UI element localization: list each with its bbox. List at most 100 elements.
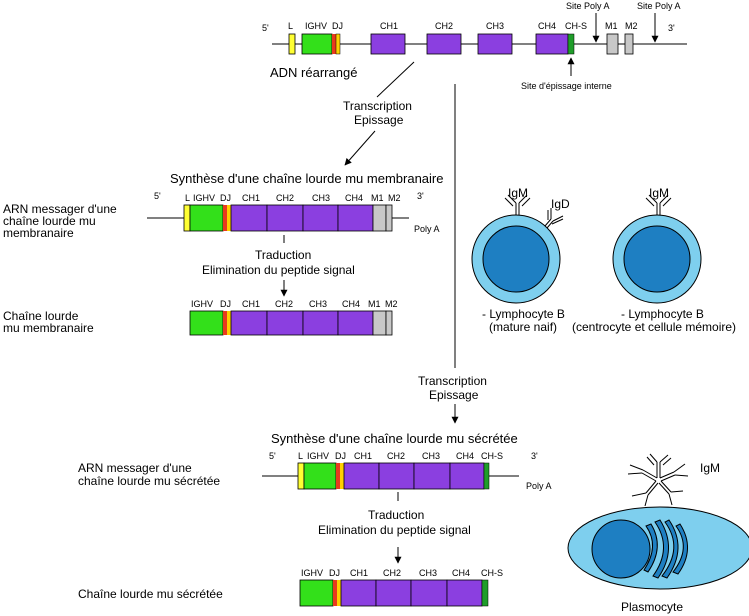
dna-m2-exon	[624, 33, 634, 55]
dna-label-chs: CH-S	[565, 21, 587, 31]
dna-ighv-exon	[301, 33, 333, 55]
membrane-signal-removal-label: Elimination du peptide signal	[202, 263, 355, 277]
secreted-chain-dj-red	[333, 580, 337, 606]
secreted-mrna-ch3	[413, 462, 451, 490]
dna-label-dj: DJ	[332, 21, 343, 31]
secreted-mrna-label-ch2: CH2	[387, 451, 405, 461]
naive-igm-label: IgM	[508, 186, 528, 200]
secreted-chain-label-chs: CH-S	[481, 568, 503, 578]
membrane-mrna-label-ighv: IGHV	[193, 193, 215, 203]
secreted-chain-label-ch1: CH1	[350, 568, 368, 578]
membrane-chain-ch2	[266, 310, 304, 336]
membrane-chain-label-m1: M1	[368, 299, 381, 309]
secreted-chain-ch2	[375, 579, 412, 607]
secreted-mrna-label-ch3: CH3	[422, 451, 440, 461]
rearranged-dna: 5' 3' L IGHV DJ CH1 CH2 CH3 CH4 CH-S M1 …	[262, 1, 687, 91]
membrane-chain-label-ighv: IGHV	[191, 299, 213, 309]
membrane-chain-label-m2: M2	[385, 299, 398, 309]
secreted-mrna-ch1	[343, 462, 380, 490]
membrane-mrna-label-m1: M1	[371, 193, 384, 203]
secreted-chain-label-ch2: CH2	[383, 568, 401, 578]
membrane-chain-m2	[385, 310, 393, 336]
secreted-mrna-ighv	[303, 462, 337, 490]
secreted-mrna-label-2: chaîne lourde mu sécrétée	[78, 474, 220, 488]
naive-cell-label-1: - Lymphocyte B	[482, 307, 565, 321]
plasmocyte-label: Plasmocyte	[621, 600, 683, 614]
naive-igd-icon	[544, 208, 564, 229]
secreted-chain-dj-yellow	[337, 580, 341, 606]
membrane-chain-m1	[372, 310, 387, 336]
secreted-mrna-leader	[297, 462, 305, 490]
membrane-pathway: Transcription Epissage Synthèse d'une ch…	[3, 61, 443, 336]
membrane-mrna-poly-a: Poly A	[414, 224, 440, 234]
secreted-mrna-label-chs: CH-S	[481, 451, 503, 461]
b-lymphocytes: IgM IgD - Lymphocyte B (mature naif) IgM…	[471, 186, 736, 334]
pentameric-igm-icon	[627, 453, 689, 507]
membrane-chain-label-ch3: CH3	[309, 299, 327, 309]
secreted-chain-ch4	[446, 579, 483, 607]
dna-rearranged-label: ADN réarrangé	[270, 65, 357, 80]
membrane-chain-label-ch1: CH1	[242, 299, 260, 309]
dna-label-l: L	[288, 21, 293, 31]
dna-label-ch1: CH1	[380, 21, 398, 31]
secreted-synthesis-title: Synthèse d'une chaîne lourde mu sécrétée	[271, 431, 518, 446]
secreted-signal-removal-label: Elimination du peptide signal	[318, 523, 471, 537]
memory-igm-icon	[645, 194, 672, 215]
membrane-mrna-label-m2: M2	[388, 193, 401, 203]
dna-ch3-exon	[477, 33, 513, 55]
membrane-chain-label-ch4: CH4	[342, 299, 360, 309]
lymphocyte-naive: IgM IgD - Lymphocyte B (mature naif)	[471, 186, 570, 334]
membrane-mrna-label-3: membranaire	[3, 226, 74, 240]
secreted-translation-label: Traduction	[368, 508, 424, 522]
dna-dj-red	[332, 34, 336, 54]
membrane-chain-label-1: Chaîne lourde	[3, 309, 79, 323]
membrane-chain-label-ch2: CH2	[275, 299, 293, 309]
secreted-mrna-label-ighv: IGHV	[307, 451, 329, 461]
membrane-mrna-label-1: ARN messager d'une	[3, 202, 117, 216]
secreted-mrna-dj-red	[336, 463, 340, 489]
dna-label-ch2: CH2	[435, 21, 453, 31]
dna-label-m1: M1	[605, 21, 618, 31]
secreted-chain-label-dj: DJ	[329, 568, 340, 578]
naive-cell-nucleus	[482, 225, 550, 293]
membrane-chain-dj-red	[223, 311, 227, 335]
membrane-mrna-3prime: 3'	[417, 191, 424, 201]
left-transcription-line	[376, 61, 415, 98]
membrane-chain-ch1	[230, 310, 268, 336]
membrane-mrna-ch1	[230, 204, 268, 232]
membrane-mrna-label-2: chaîne lourde mu	[3, 214, 96, 228]
plasmocyte-group: IgM Plasmocyte	[567, 453, 749, 614]
dna-m1-exon	[606, 33, 619, 55]
dna-ch2-exon	[426, 33, 462, 55]
right-splicing-label: Epissage	[429, 388, 479, 402]
memory-cell-nucleus	[623, 225, 691, 293]
secreted-chain-label: Chaîne lourde mu sécrétée	[78, 587, 223, 601]
membrane-mrna-ch4	[337, 204, 374, 232]
dna-dj-yellow	[335, 33, 341, 55]
membrane-chain-dj-yellow	[227, 311, 231, 335]
secreted-pathway: Transcription Epissage Synthèse d'une ch…	[78, 84, 552, 607]
membrane-chain-label-2: mu membranaire	[3, 321, 94, 335]
membrane-mrna-leader	[183, 204, 191, 232]
membrane-mrna-label-l: L	[185, 193, 190, 203]
right-transcription-label: Transcription	[418, 374, 487, 388]
secreted-mrna-label-l: L	[298, 451, 303, 461]
secreted-mrna-poly-a: Poly A	[526, 481, 552, 491]
secreted-igm-label: IgM	[700, 461, 720, 475]
secreted-chain-chs	[481, 579, 489, 607]
secreted-mrna-label-1: ARN messager d'une	[78, 461, 192, 475]
membrane-chain-label-dj: DJ	[220, 299, 231, 309]
membrane-mrna-m2	[385, 204, 393, 232]
lymphocyte-memory: IgM - Lymphocyte B (centrocyte et cellul…	[572, 186, 736, 334]
membrane-translation-label: Traduction	[255, 248, 311, 262]
plasmocyte-nucleus	[591, 519, 651, 579]
memory-igm-label: IgM	[649, 186, 669, 200]
site-poly-a-2-label: Site Poly A	[637, 1, 681, 11]
secreted-mrna-5prime: 5'	[269, 451, 276, 461]
left-splicing-label: Epissage	[354, 113, 404, 127]
membrane-mrna-dj-yellow	[227, 205, 231, 231]
membrane-mrna-label-ch2: CH2	[276, 193, 294, 203]
secreted-chain-ighv	[299, 579, 334, 607]
endoplasmic-reticulum-icon	[643, 519, 688, 579]
